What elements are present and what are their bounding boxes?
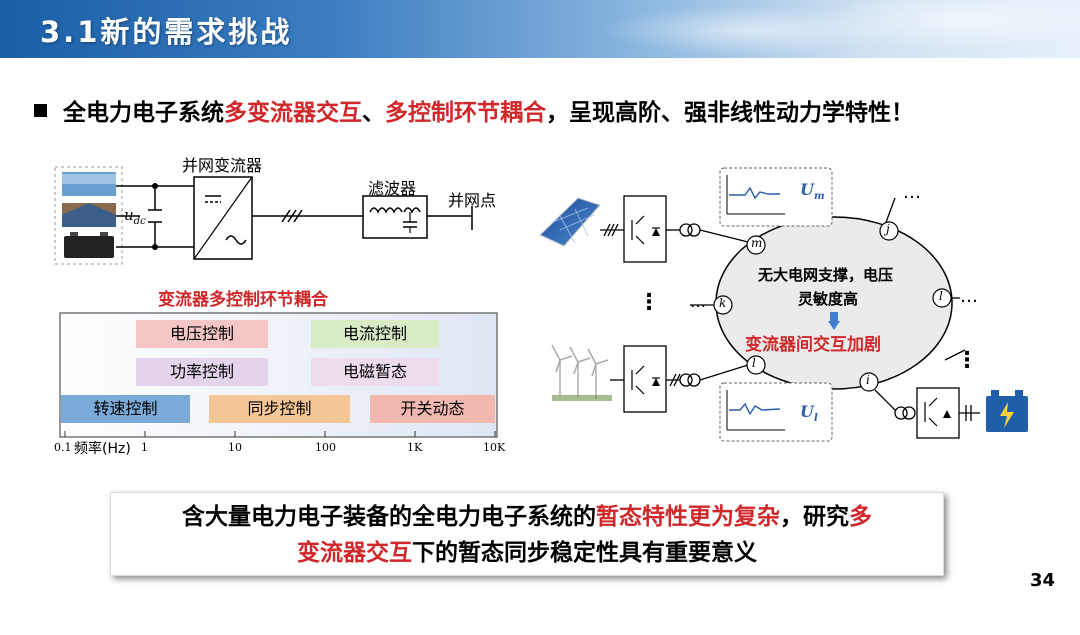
freq-tick-1: 1 <box>141 441 148 454</box>
vdots-left: ⋮ <box>638 290 660 315</box>
bullet-text-3: ，呈现高阶、强非线性动力学特性！ <box>546 100 914 126</box>
switching-dynamics-box: 开关动态 <box>370 395 495 423</box>
pv-panel-image <box>539 197 601 247</box>
power-control-box: 功率控制 <box>136 358 268 386</box>
node-l-left: l <box>752 356 756 370</box>
converter-switch-top <box>623 195 667 263</box>
converter-switch-bottom <box>623 345 667 413</box>
node-m: m <box>751 236 763 250</box>
ac-line <box>252 206 473 230</box>
freq-tick-0: 0.1 <box>54 441 72 454</box>
bullet-square-icon <box>34 104 47 117</box>
network-text-3: 变流器间交互加剧 <box>745 335 881 355</box>
current-control-box: 电流控制 <box>311 320 439 348</box>
waveform-um-box <box>719 167 833 227</box>
speed-control-box: 转速控制 <box>61 395 190 423</box>
filter-label: 滤波器 <box>368 179 417 198</box>
grid-converter-label: 并网变流器 <box>182 156 263 175</box>
conclusion-box: 含大量电力电子装备的全电力电子系统的暂态特性更为复杂，研究多 变流器交互下的暂态… <box>110 492 944 576</box>
conclusion-line-2: 变流器交互下的暂态同步稳定性具有重要意义 <box>297 540 757 566</box>
sync-control-box: 同步控制 <box>209 395 350 423</box>
bullet-highlight-2: 多控制环节耦合 <box>385 100 546 126</box>
um-label: Um <box>800 180 825 203</box>
node-l-right: l <box>939 289 943 303</box>
ul-label: Ul <box>800 402 818 425</box>
arrow-down-icon <box>828 321 840 330</box>
page-number: 34 <box>1030 570 1056 591</box>
freq-tick-2: 10 <box>228 441 242 454</box>
network-text-1: 无大电网支撑，电压 <box>758 266 894 284</box>
bullet-text-2: 、 <box>362 100 385 126</box>
bullet-text-1: 全电力电子系统 <box>63 100 224 126</box>
voltage-control-box: 电压控制 <box>136 320 268 348</box>
coupling-title: 变流器多控制环节耦合 <box>158 290 328 310</box>
conclusion-line-1: 含大量电力电子装备的全电力电子系统的暂态特性更为复杂，研究多 <box>182 504 872 530</box>
header-banner: 3.1新的需求挑战 <box>0 0 1080 58</box>
ellipsis-left: … <box>690 292 706 311</box>
frequency-axis-ticks <box>64 431 496 437</box>
converter-switch-storage <box>916 387 960 439</box>
freq-axis-label: 频率(Hz) <box>74 441 131 457</box>
vdots-right: ⋮ <box>956 348 978 373</box>
waveform-ul-box <box>719 382 833 442</box>
network-wires <box>600 197 980 421</box>
ellipsis-top: … <box>903 182 921 203</box>
cloud-decoration <box>820 0 1080 50</box>
network-text-2: 灵敏度高 <box>798 290 859 308</box>
converter-block <box>193 176 253 260</box>
network-nodes <box>713 221 952 392</box>
wind-turbines-image <box>551 344 609 399</box>
node-j: j <box>886 222 890 236</box>
pcc-label: 并网点 <box>448 191 497 210</box>
source-images-group <box>54 166 123 265</box>
filter-block <box>362 195 428 239</box>
freq-tick-5: 10K <box>483 441 506 454</box>
node-i: i <box>866 373 870 387</box>
battery-image <box>64 236 114 258</box>
udc-label: udc <box>124 206 146 227</box>
em-transient-box: 电磁暂态 <box>311 358 439 386</box>
node-k: k <box>719 296 727 310</box>
page-title: 3.1新的需求挑战 <box>40 15 293 49</box>
battery-storage-image <box>984 390 1030 434</box>
freq-tick-4: 1K <box>407 441 423 454</box>
freq-tick-3: 100 <box>315 441 336 454</box>
ellipsis-right: … <box>960 286 978 307</box>
bullet-highlight-1: 多变流器交互 <box>224 100 362 126</box>
main-bullet: 全电力电子系统多变流器交互、多控制环节耦合，呈现高阶、强非线性动力学特性！ <box>34 93 914 127</box>
